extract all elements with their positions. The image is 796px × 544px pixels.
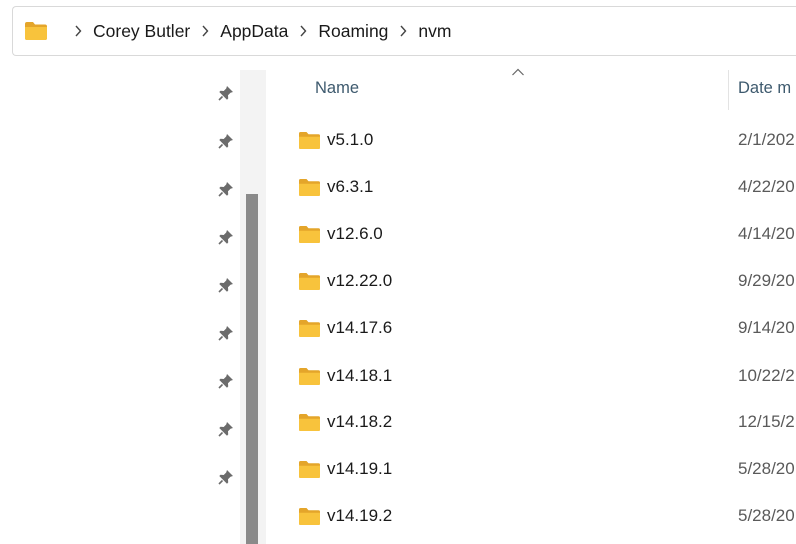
pin-icon[interactable]: [217, 372, 235, 390]
chevron-right-icon[interactable]: [192, 7, 218, 55]
date-modified: 4/14/20: [738, 224, 795, 243]
folder-icon: [299, 273, 320, 290]
folder-name: v14.19.1: [327, 459, 393, 478]
chevron-right-icon[interactable]: [290, 7, 316, 55]
list-item[interactable]: v6.3.1 4/22/20: [296, 173, 796, 203]
breadcrumb-item-appdata[interactable]: AppData: [220, 20, 289, 41]
folder-icon: [25, 22, 47, 40]
pin-icon[interactable]: [217, 276, 235, 294]
folder-icon: [299, 179, 320, 196]
chevron-right-icon[interactable]: [65, 7, 91, 55]
breadcrumb-item-user[interactable]: Corey Butler: [93, 20, 191, 41]
pin-icon[interactable]: [217, 420, 235, 438]
list-item[interactable]: v12.22.0 9/29/20: [296, 267, 796, 297]
pin-icon[interactable]: [217, 132, 235, 150]
folder-name: v14.17.6: [327, 318, 393, 337]
list-item[interactable]: v14.18.1 10/22/2: [296, 362, 796, 392]
folder-icon: [299, 508, 320, 525]
folder-name: v14.18.2: [327, 412, 393, 431]
list-item[interactable]: v14.17.6 9/14/20: [296, 314, 796, 344]
list-item[interactable]: v14.19.2 5/28/20: [296, 502, 796, 532]
date-modified: 9/29/20: [738, 271, 795, 290]
folder-icon: [299, 368, 320, 385]
folder-icon: [299, 132, 320, 149]
date-modified: 12/15/2: [738, 412, 795, 431]
date-modified: 9/14/20: [738, 318, 795, 337]
pin-icon[interactable]: [217, 324, 235, 342]
date-modified: 5/28/20: [738, 459, 795, 478]
date-modified: 5/28/20: [738, 506, 795, 525]
list-item[interactable]: v5.1.0 2/1/202: [296, 126, 796, 156]
folder-icon: [299, 226, 320, 243]
breadcrumb-item-roaming[interactable]: Roaming: [318, 20, 389, 41]
folder-icon: [299, 461, 320, 478]
folder-name: v12.6.0: [327, 224, 383, 243]
folder-name: v14.19.2: [327, 506, 393, 525]
pin-icon[interactable]: [217, 468, 235, 486]
scrollbar-thumb[interactable]: [246, 194, 258, 544]
folder-icon: [299, 414, 320, 431]
pin-icon[interactable]: [217, 84, 235, 102]
list-item[interactable]: v12.6.0 4/14/20: [296, 220, 796, 250]
sort-ascending-icon: [512, 68, 524, 76]
column-header-date-modified[interactable]: Date m: [738, 79, 792, 97]
folder-name: v6.3.1: [327, 177, 374, 196]
chevron-right-icon[interactable]: [390, 7, 416, 55]
folder-name: v14.18.1: [327, 366, 393, 385]
address-bar[interactable]: Corey Butler AppData Roaming nvm: [12, 6, 796, 56]
date-modified: 4/22/20: [738, 177, 795, 196]
column-divider[interactable]: [728, 70, 729, 110]
list-item[interactable]: v14.18.2 12/15/2: [296, 408, 796, 438]
pin-icon[interactable]: [217, 228, 235, 246]
folder-name: v12.22.0: [327, 271, 393, 290]
pin-icon[interactable]: [217, 180, 235, 198]
folder-name: v5.1.0: [327, 130, 374, 149]
date-modified: 10/22/2: [738, 366, 795, 385]
date-modified: 2/1/202: [738, 130, 795, 149]
breadcrumb-item-nvm[interactable]: nvm: [418, 20, 452, 41]
breadcrumb: Corey Butler AppData Roaming nvm: [65, 7, 453, 55]
folder-icon: [299, 320, 320, 337]
list-item[interactable]: v14.19.1 5/28/20: [296, 455, 796, 485]
column-header-name[interactable]: Name: [315, 79, 360, 97]
